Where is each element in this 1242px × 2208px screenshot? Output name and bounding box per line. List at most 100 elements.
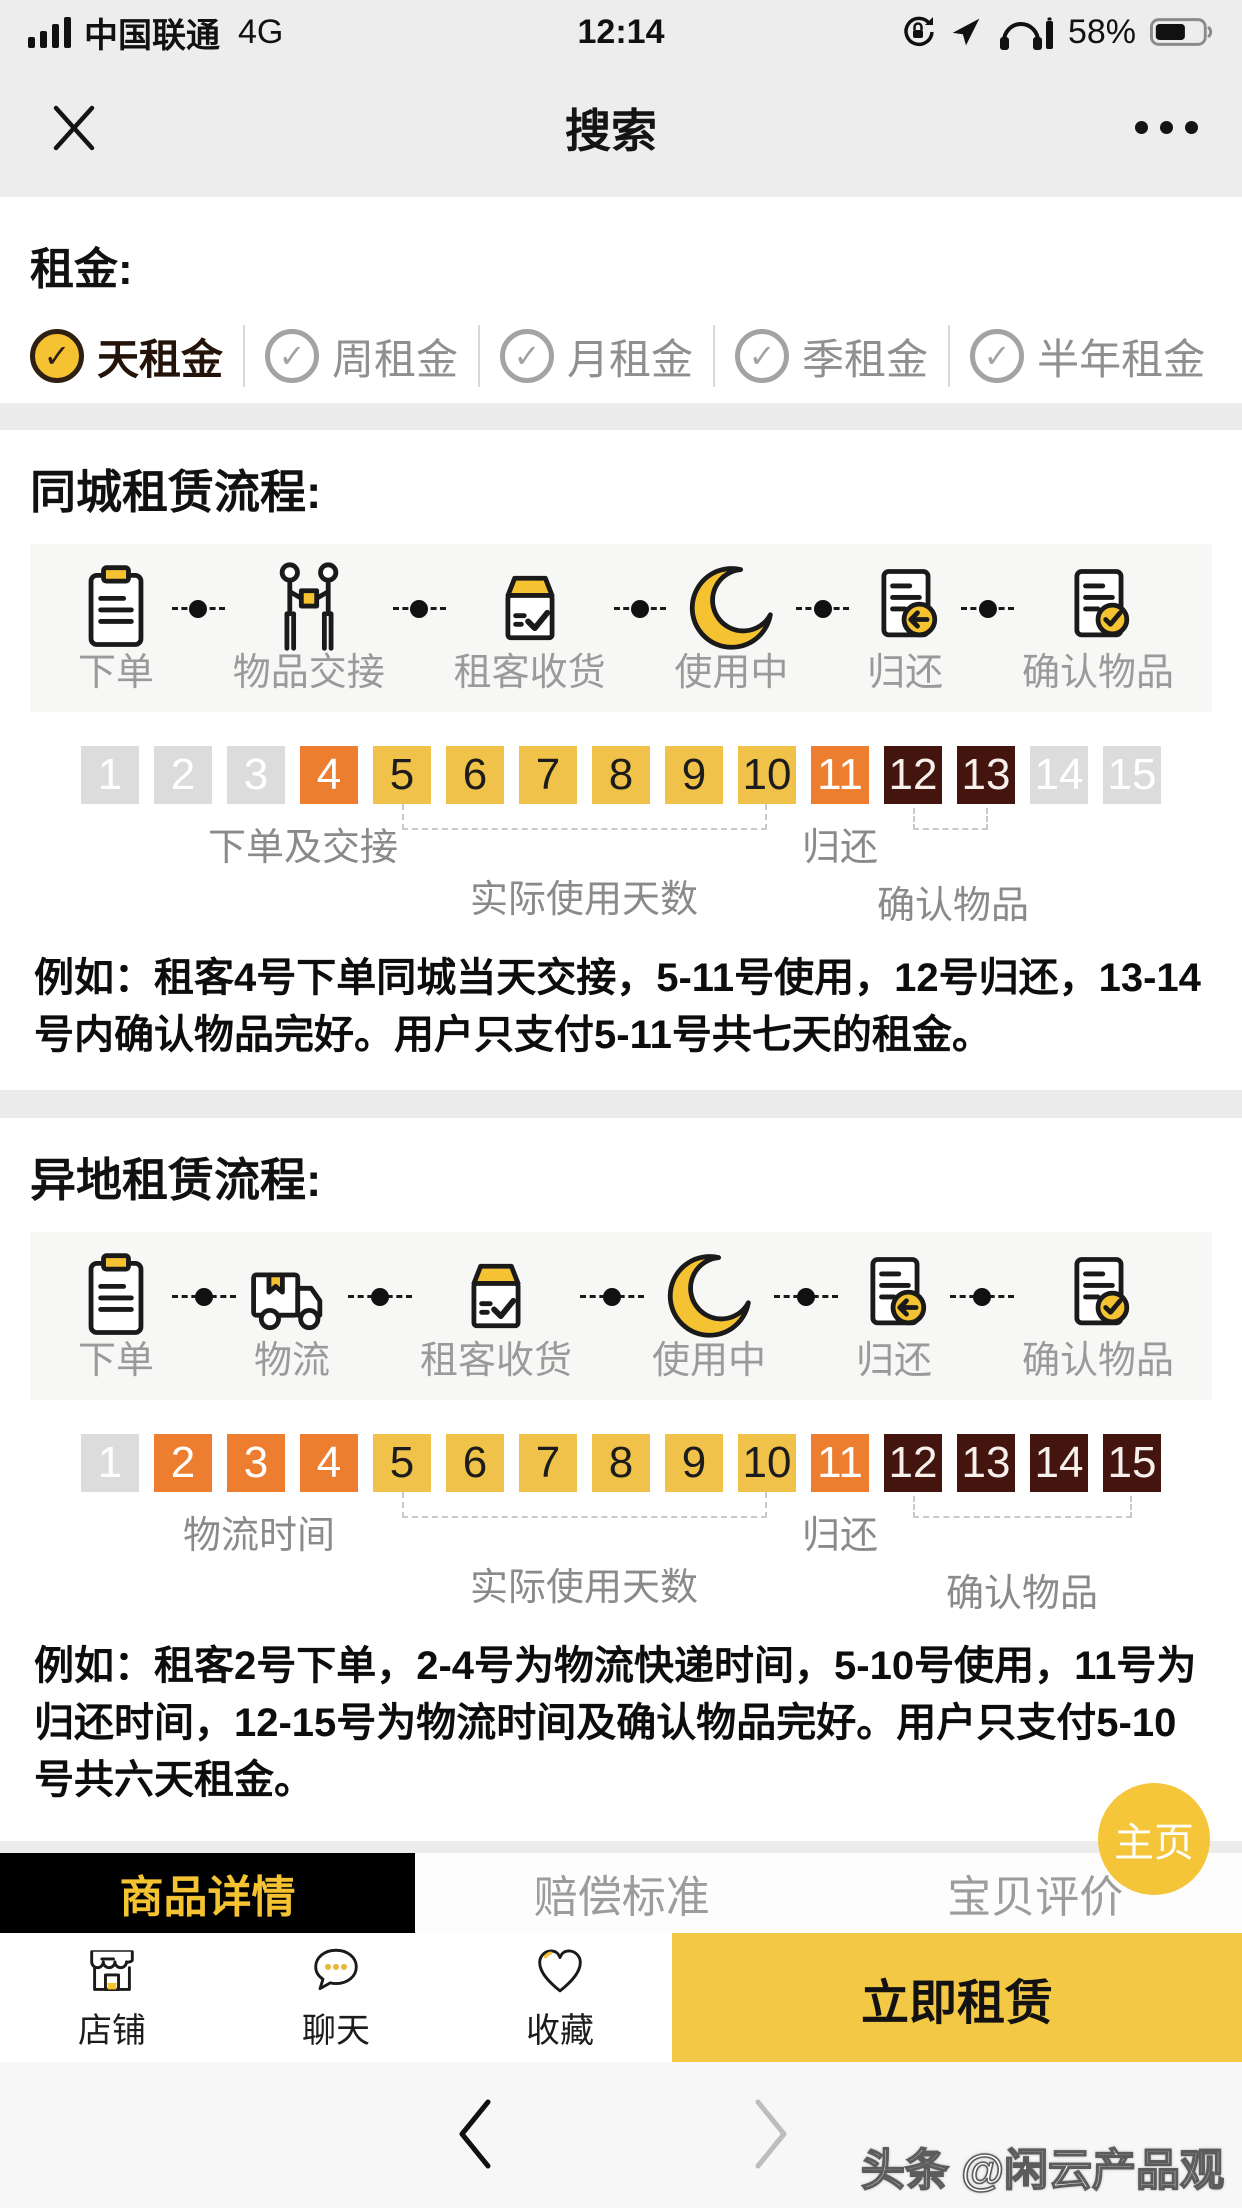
orientation-lock-icon [904, 16, 934, 47]
screen: 中国联通 4G 12:14 58% [0, 0, 1242, 1809]
day-cell: 9 [665, 746, 723, 804]
return-icon [870, 1257, 927, 1326]
step-label: 物品交接 [232, 652, 385, 694]
flow-connector [796, 606, 850, 610]
flow-connector [579, 1294, 644, 1298]
home-fab-button[interactable]: 主页 [1098, 1783, 1210, 1895]
annotation-label: 实际使用天数 [469, 879, 699, 921]
moon-icon [667, 1254, 751, 1338]
flow-connector [961, 606, 1014, 610]
flow-connector [392, 606, 446, 610]
day-cell: 4 [300, 1434, 358, 1492]
example-text: 例如：租客2号下单，2-4号为物流快递时间，5-10号使用，11号为归还时间，1… [34, 1644, 1197, 1802]
annotation-label: 归还 [801, 827, 879, 869]
chat-button[interactable]: 聊天 [224, 1933, 448, 2062]
flow-connector [172, 1294, 236, 1298]
day-cell: 15 [1103, 1434, 1161, 1492]
tab-reviews[interactable]: 宝贝评价 [947, 1873, 1124, 1922]
rent-option-halfyear[interactable]: ✓ 半年租金 [970, 326, 1205, 387]
browser-bottom-bar: 头条 @闲云产品观 [0, 2062, 1242, 2208]
day-cell: 10 [738, 746, 796, 804]
day-cell: 7 [519, 1434, 577, 1492]
step-label: 使用中 [651, 1340, 766, 1382]
step-label: 租客收货 [419, 1340, 572, 1382]
tab-compensation[interactable]: 赔偿标准 [533, 1873, 710, 1922]
annotation-label: 归还 [801, 1515, 879, 1557]
confirm-bracket [913, 808, 988, 830]
rent-option-quarter[interactable]: ✓ 季租金 [735, 326, 928, 387]
radio-unchecked-icon: ✓ [970, 329, 1025, 383]
clipboard-icon [88, 1253, 144, 1335]
clock: 12:14 [577, 12, 665, 51]
section-separator [0, 403, 1242, 430]
step-label: 归还 [867, 652, 944, 694]
section-title: 同城租赁流程: [30, 466, 322, 518]
day-annotations: 下单及交接 归还 实际使用天数 确认物品 [81, 804, 1161, 944]
rent-label: 租金: [30, 245, 133, 294]
status-right: 58% [664, 13, 1214, 52]
moon-icon [690, 566, 774, 650]
step-label: 租客收货 [453, 652, 606, 694]
option-divider [478, 325, 481, 387]
day-cell: 15 [1103, 746, 1161, 804]
close-icon[interactable] [44, 98, 104, 158]
day-cell: 10 [738, 1434, 796, 1492]
option-divider [948, 325, 951, 387]
day-cell: 11 [811, 746, 869, 804]
remote-rental-section: 异地租赁流程: [0, 1154, 1242, 1809]
rent-option-week[interactable]: ✓ 周租金 [265, 326, 458, 387]
rent-option-label: 半年租金 [1037, 335, 1206, 383]
flow-connector [774, 1294, 838, 1298]
favorite-button[interactable]: 收藏 [448, 1933, 672, 2062]
shop-button[interactable]: 店铺 [0, 1933, 224, 2062]
radio-unchecked-icon: ✓ [735, 329, 790, 383]
shop-icon [90, 1950, 134, 1991]
rent-option-label: 季租金 [802, 335, 929, 383]
step-label: 下单 [77, 1340, 154, 1382]
day-cell: 2 [154, 746, 212, 804]
watermark: 头条 @闲云产品观 [860, 2145, 1225, 2196]
back-chevron-icon[interactable] [452, 2096, 498, 2172]
box-check-icon [505, 575, 555, 641]
tab-product-detail[interactable]: 商品详情 [0, 1853, 415, 1933]
day-cell: 5 [373, 1434, 431, 1492]
option-divider [243, 325, 246, 387]
handover-icon [279, 562, 339, 651]
day-cell: 1 [81, 1434, 139, 1492]
flow-connector [347, 1294, 412, 1298]
battery-percent: 58% [1067, 12, 1136, 51]
heart-icon [538, 1949, 582, 1993]
step-label: 下单 [77, 652, 154, 694]
chat-icon [314, 1948, 358, 1991]
day-cell: 7 [519, 746, 577, 804]
annotation-label: 确认物品 [876, 885, 1030, 927]
day-cell: 3 [227, 746, 285, 804]
annotation-label: 确认物品 [945, 1573, 1099, 1615]
day-strip: 1 2 3 4 5 6 7 8 9 10 11 12 13 14 15 [81, 1434, 1161, 1492]
section-title: 异地租赁流程: [30, 1154, 322, 1206]
box-check-icon [471, 1263, 521, 1329]
flow-connector [613, 606, 667, 610]
more-menu-icon[interactable] [1118, 121, 1198, 134]
carrier-label: 中国联通 [84, 16, 220, 55]
rent-option-day[interactable]: ✓ 天租金 [30, 326, 223, 387]
nav-bar: 搜索 [0, 58, 1242, 197]
day-cell: 12 [884, 1434, 942, 1492]
forward-chevron-icon[interactable] [748, 2096, 794, 2172]
day-cell: 5 [373, 746, 431, 804]
day-cell: 14 [1030, 746, 1088, 804]
rent-section: 租金: ✓ 天租金 ✓ 周租金 ✓ 月租金 ✓ 季租金 ✓ [0, 197, 1242, 403]
rent-option-label: 周租金 [332, 335, 459, 383]
day-cell: 8 [592, 746, 650, 804]
rent-option-month[interactable]: ✓ 月租金 [500, 326, 693, 387]
step-label: 确认物品 [1021, 652, 1174, 694]
step-label: 物流 [253, 1340, 330, 1382]
rent-now-button[interactable]: 立即租赁 [672, 1933, 1242, 2062]
action-label: 聊天 [302, 2012, 370, 2050]
location-icon [952, 18, 980, 46]
status-left: 中国联通 4G [28, 8, 578, 57]
rent-options: ✓ 天租金 ✓ 周租金 ✓ 月租金 ✓ 季租金 ✓ 半年租金 [30, 325, 1212, 387]
truck-icon [251, 1272, 323, 1331]
usage-bracket [402, 804, 767, 830]
day-cell: 2 [154, 1434, 212, 1492]
